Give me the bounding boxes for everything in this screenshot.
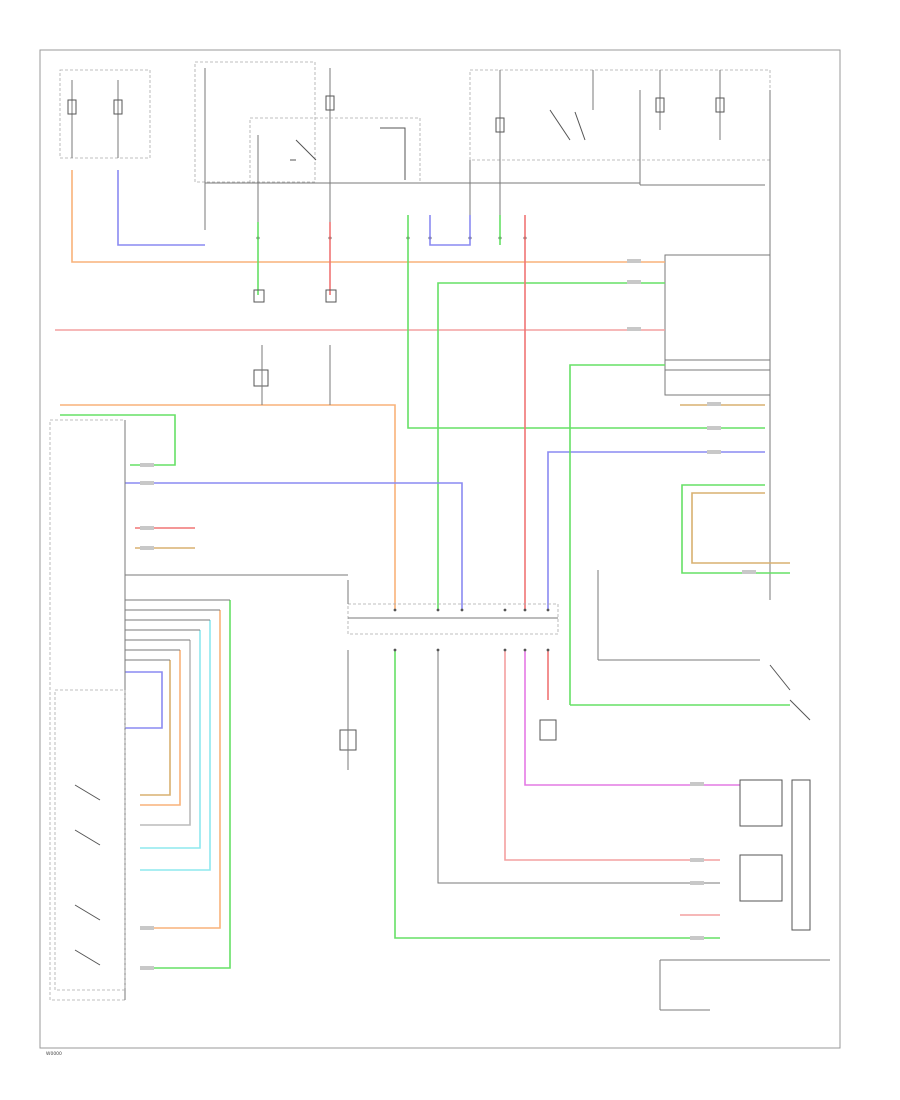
wire-green-combo	[60, 414, 176, 466]
main-ecu	[664, 90, 771, 600]
wire-orange-top	[71, 170, 665, 263]
wire-blue-combo	[125, 482, 463, 610]
relay-left	[253, 289, 337, 405]
diagram-frame	[39, 49, 841, 1049]
fuse-block-left	[59, 69, 151, 159]
label-stubs	[140, 259, 756, 970]
wire-orange-bundle-2	[140, 650, 181, 806]
wire-gray-bundle	[140, 640, 191, 826]
wire-tan-bundle	[140, 660, 171, 796]
wire-green-bottom	[394, 650, 720, 939]
wire-cyan-bundle-2	[140, 630, 201, 849]
wire-gray-bottom	[437, 650, 720, 884]
connector-row-top	[256, 236, 527, 240]
connector-row-middle	[347, 603, 559, 652]
combination-switch	[49, 419, 126, 1001]
wire-blue-right	[547, 451, 765, 610]
wire-green-loop	[681, 484, 790, 574]
relay-block-top	[194, 61, 421, 235]
wire-cyan-bundle	[140, 620, 211, 871]
meter-components	[659, 664, 830, 1011]
wire-magenta-bottom	[524, 650, 740, 786]
wire-green-438	[437, 282, 665, 610]
wire-orange-mid	[60, 404, 396, 610]
wire-blue-top	[117, 170, 205, 246]
wire-blue-430	[429, 215, 471, 246]
wire-green-408	[407, 215, 765, 429]
wire-green-bundle	[140, 600, 231, 969]
wire-green-right	[569, 364, 665, 705]
page-code: W0000	[46, 1051, 62, 1057]
wire-pink-bottom	[504, 650, 720, 861]
fuse-block-right	[469, 69, 771, 235]
relay-center	[339, 570, 599, 770]
wire-tan-loop	[691, 492, 790, 564]
wire-orange-bundle	[140, 610, 221, 929]
wire-blue-loop	[125, 671, 163, 729]
